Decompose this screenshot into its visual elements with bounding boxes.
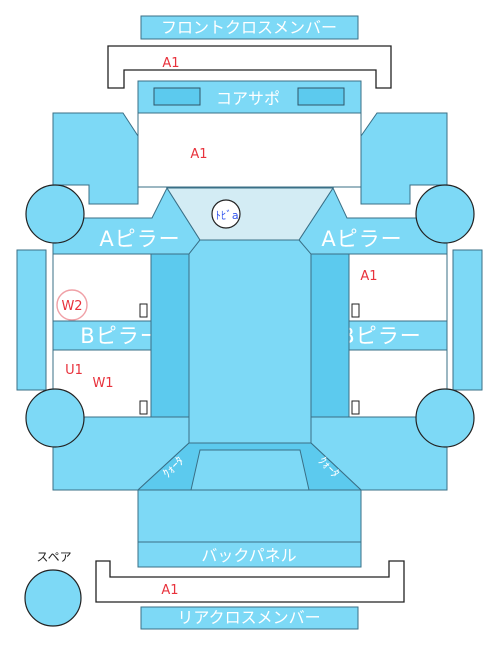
front-bumper-bracket	[107, 45, 392, 89]
left-front-door-handle	[139, 303, 148, 318]
spare-tire[interactable]	[24, 569, 82, 627]
front-cross-member-panel[interactable]	[140, 15, 359, 40]
right-rear-door-handle	[351, 400, 360, 415]
right-side-sill[interactable]	[452, 249, 483, 391]
wheel-front-left[interactable]	[25, 184, 85, 244]
a-pillar-right-label: Aピラー	[321, 227, 402, 251]
engine-bay-area[interactable]	[137, 112, 362, 188]
core-support-left-slot	[153, 87, 201, 106]
left-rear-door-handle	[139, 400, 148, 415]
damage-mark-left-rear-door-u: U1	[65, 363, 83, 378]
damage-mark-left-front-door: W2	[61, 299, 82, 314]
center-damage-label: ﾄﾋﾞa	[215, 209, 238, 222]
a-pillar-left-label: Aピラー	[99, 227, 180, 251]
rear-cross-member-panel[interactable]	[140, 606, 359, 630]
rear-deck-inner	[190, 449, 310, 491]
damage-circle-w2	[56, 289, 88, 321]
right-front-door[interactable]	[348, 253, 448, 322]
damage-mark-right-front-door: A1	[360, 269, 377, 284]
damage-mark-rear-member: A1	[161, 583, 178, 598]
wheel-rear-right[interactable]	[415, 388, 475, 448]
left-inner-pillar[interactable]	[150, 253, 190, 418]
b-pillar-right-label: Bピラー	[340, 324, 421, 348]
damage-mark-left-rear-door-w: W1	[92, 376, 113, 391]
left-side-sill[interactable]	[16, 249, 47, 391]
b-pillar-left-label: Bピラー	[80, 324, 161, 348]
back-panel-label: バックパネル	[201, 546, 296, 565]
right-inner-pillar[interactable]	[310, 253, 350, 418]
damage-mark-hood: A1	[190, 147, 207, 162]
wheel-rear-left[interactable]	[25, 388, 85, 448]
core-support-label: コアサポ	[216, 89, 280, 108]
trunk-lid[interactable]	[137, 489, 362, 543]
spare-tire-label: スペア	[36, 550, 71, 564]
right-front-door-handle	[351, 303, 360, 318]
rear-bumper-bracket	[95, 560, 405, 603]
back-panel[interactable]	[137, 541, 362, 568]
damage-mark-front-member: A1	[162, 56, 179, 71]
center-damage-circle	[211, 199, 241, 229]
roof-panel[interactable]	[188, 239, 312, 444]
front-cross-member-label: フロントクロスメンバー	[161, 18, 337, 37]
rear-cross-member-label: リアクロスメンバー	[177, 608, 320, 627]
wheel-front-right[interactable]	[415, 184, 475, 244]
core-support-right-slot	[297, 87, 345, 106]
